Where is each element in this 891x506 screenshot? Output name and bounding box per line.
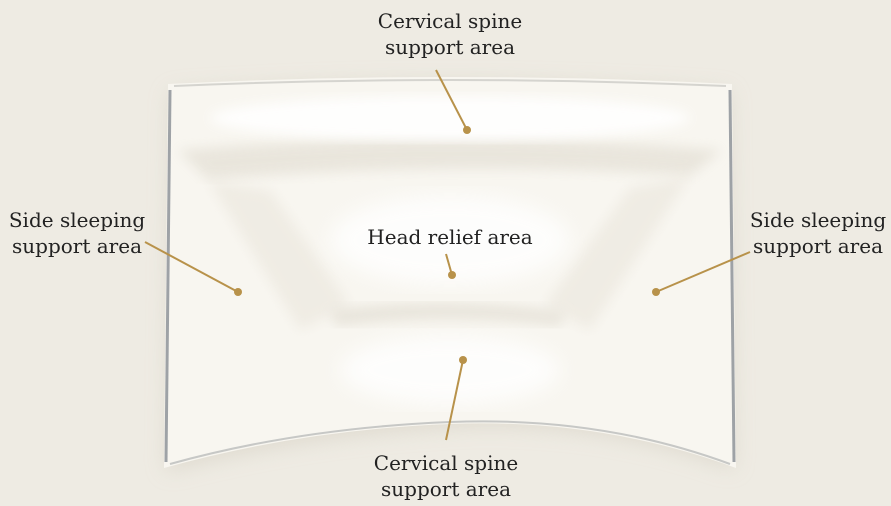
label-side-left-line2: support area	[2, 233, 152, 259]
label-side-right-line2: support area	[745, 233, 891, 259]
label-side-left-line1: Side sleeping	[2, 207, 152, 233]
label-side-right: Side sleeping support area	[745, 207, 891, 259]
label-head-relief-line1: Head relief area	[340, 224, 560, 250]
label-head-relief: Head relief area	[340, 224, 560, 250]
label-side-left: Side sleeping support area	[2, 207, 152, 259]
leader-dot-cervical-bottom	[459, 356, 467, 364]
leader-dot-head	[448, 271, 456, 279]
leader-dot-side-right	[652, 288, 660, 296]
label-cervical-bottom: Cervical spine support area	[336, 450, 556, 502]
label-cervical-top: Cervical spine support area	[340, 8, 560, 60]
leader-dot-side-left	[234, 288, 242, 296]
label-cervical-top-line1: Cervical spine	[340, 8, 560, 34]
pillow-lower-highlight	[340, 335, 560, 405]
pillow-top-highlight	[210, 96, 690, 140]
label-cervical-bottom-line1: Cervical spine	[336, 450, 556, 476]
leader-dot-cervical-top	[463, 126, 471, 134]
label-side-right-line1: Side sleeping	[745, 207, 891, 233]
label-cervical-bottom-line2: support area	[336, 476, 556, 502]
label-cervical-top-line2: support area	[340, 34, 560, 60]
